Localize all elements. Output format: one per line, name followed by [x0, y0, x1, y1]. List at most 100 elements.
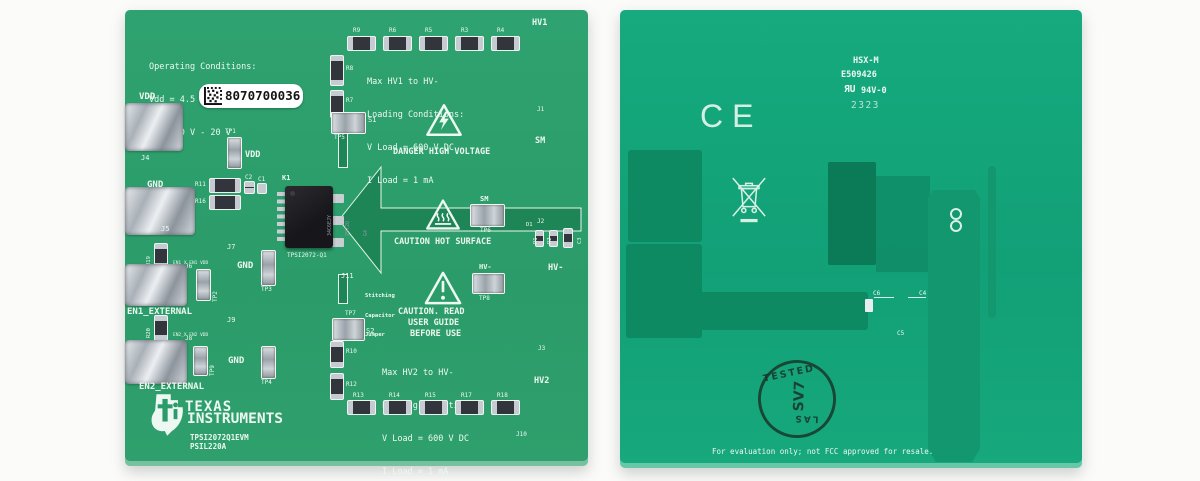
- silk-c5: C5: [897, 330, 905, 337]
- silk-j1: J1: [537, 106, 545, 113]
- tp2-testpoint: [196, 269, 211, 301]
- silk-r16: R16: [195, 198, 206, 205]
- silk-evm-name: TPSI2072Q1EVM: [190, 433, 249, 442]
- silk-sm: SM: [535, 136, 546, 146]
- weee-bin-icon: [732, 177, 766, 223]
- silk-r18: R18: [497, 392, 508, 399]
- silk-c2: C2: [245, 174, 253, 181]
- warn2-line: Max HV2 to HV-: [382, 368, 454, 378]
- copper-arrow-pour: [338, 165, 582, 275]
- resistor-r8: [330, 55, 344, 86]
- terminal-nut: [0, 116, 14, 152]
- switch-s2: [332, 318, 365, 341]
- silk-d1: D1: [526, 222, 533, 228]
- op-line1: Operating Conditions:: [149, 62, 257, 72]
- silk-j6-pins: EN1_X EN1 VDD: [173, 261, 209, 266]
- cap-c4-pads: [620, 111, 631, 124]
- pcb-front: Operating Conditions: Vdd = 4.5 V - 20 V…: [125, 10, 588, 477]
- tested-stamp: TESTED SV7 LAS: [747, 349, 847, 449]
- en2-lug: [125, 340, 187, 384]
- chip-pins-left: [277, 192, 286, 244]
- serial-number: 8070700036: [225, 88, 301, 103]
- resistor-r5: [419, 36, 448, 51]
- resistor-r3: [455, 36, 484, 51]
- via-ring: [950, 208, 962, 220]
- ce-mark: CE: [700, 98, 763, 134]
- silk-fcc-disclaimer: For evaluation only; not FCC approved fo…: [712, 447, 934, 456]
- chip-pin-right: [331, 216, 344, 225]
- fab-marking-e509426: E509426: [841, 70, 877, 80]
- copper-vertical-trace: [928, 190, 980, 462]
- silk-c4: C4: [919, 290, 927, 297]
- note-line: Capacitor: [365, 312, 395, 319]
- silk-s1: S1: [368, 116, 377, 124]
- resistor-r1: [535, 230, 544, 247]
- silk-tp1-net: VDD: [245, 150, 261, 160]
- silk-j6: J6: [185, 263, 193, 270]
- silk-r13: R13: [353, 392, 364, 399]
- silk-r10: R10: [346, 348, 357, 355]
- warn1-line: Loading Conditions:: [367, 110, 465, 120]
- via-ring: [950, 220, 962, 232]
- warn2-line: V Load = 600 V DC: [382, 434, 469, 444]
- silk-j3: J3: [538, 345, 546, 352]
- tp6-testpoint: [470, 204, 505, 227]
- resistor-r12: [330, 373, 344, 400]
- silk-c6: C6: [873, 290, 881, 297]
- silk-en1-external: EN1_EXTERNAL: [127, 307, 193, 317]
- silk-j2: J2: [537, 218, 545, 225]
- hv2-terminal-block: [509, 384, 575, 460]
- silk-j5: J5: [161, 225, 170, 233]
- silk-j8-pins: EN2_X EN2 VDD: [173, 333, 209, 338]
- silk-tp5: TP5: [334, 134, 345, 141]
- chip-pin-right: [331, 194, 344, 203]
- silk-tp2: TP2: [212, 291, 219, 302]
- copper-region: [628, 150, 702, 242]
- silk-r9: R9: [353, 27, 361, 34]
- silk-stitching-note: Stitching Capacitor Jumper: [365, 280, 395, 352]
- header-pin-j6: [125, 10, 139, 28]
- resistor-r18: [491, 400, 520, 415]
- silk-chip-partnumber: TPSI2072-Q1: [287, 252, 327, 259]
- sm-terminal-block: [509, 144, 575, 216]
- silk-k1: K1: [282, 174, 291, 182]
- switch-s1: [331, 112, 366, 134]
- silk-tp8: TP8: [479, 295, 490, 302]
- silk-s2: S2: [366, 327, 375, 335]
- silk-hv1: HV1: [532, 18, 548, 28]
- silk-gnd-tp3: GND: [237, 261, 254, 271]
- silk-r3: R3: [461, 27, 469, 34]
- silk-danger-high-voltage: DANGER HIGH VOLTAGE: [393, 147, 491, 157]
- silk-r12: R12: [346, 381, 357, 388]
- read-user-guide-icon: [424, 271, 462, 305]
- silk-gnd-tp4: GND: [228, 356, 245, 366]
- resistor-r10: [330, 341, 344, 368]
- serial-sticker: 8070700036: [199, 84, 303, 108]
- silk-r5: R5: [425, 27, 433, 34]
- silk-read-line2: USER GUIDE: [408, 318, 460, 328]
- stamp-sv7: SV7: [791, 380, 809, 412]
- chip-marking-line: 2972Q: [345, 220, 351, 236]
- ul-recognized-icon: ЯU: [844, 84, 856, 95]
- silk-hvminus: HV-: [548, 263, 564, 273]
- fab-marking-hsx: HSX-M: [853, 56, 879, 66]
- cap-pad-white: [865, 299, 873, 312]
- silk-j4: J4: [141, 154, 150, 162]
- cap-c6-pads: [620, 98, 632, 111]
- silk-tp9: TP9: [209, 365, 216, 376]
- ti-logo-icon: [151, 394, 183, 436]
- silk-r20: R20: [146, 328, 152, 338]
- resistor-r16: [209, 195, 241, 210]
- resistor-r4: [491, 36, 520, 51]
- silk-r1: R1: [533, 237, 539, 244]
- copper-trace-arm: [700, 292, 868, 330]
- tp3-testpoint: [261, 250, 276, 286]
- silk-j10: J10: [516, 431, 527, 438]
- silk-r7: R7: [346, 97, 354, 104]
- silk-read-line3: BEFORE USE: [410, 329, 462, 339]
- copper-dark-rect: [828, 162, 876, 265]
- silk-en2-external: EN2_EXTERNAL: [139, 382, 205, 392]
- hvminus-terminal-block: [509, 271, 575, 343]
- hv1-terminal-block: [509, 27, 575, 101]
- silk-caution-hot-surface: CAUTION HOT SURFACE: [394, 237, 492, 247]
